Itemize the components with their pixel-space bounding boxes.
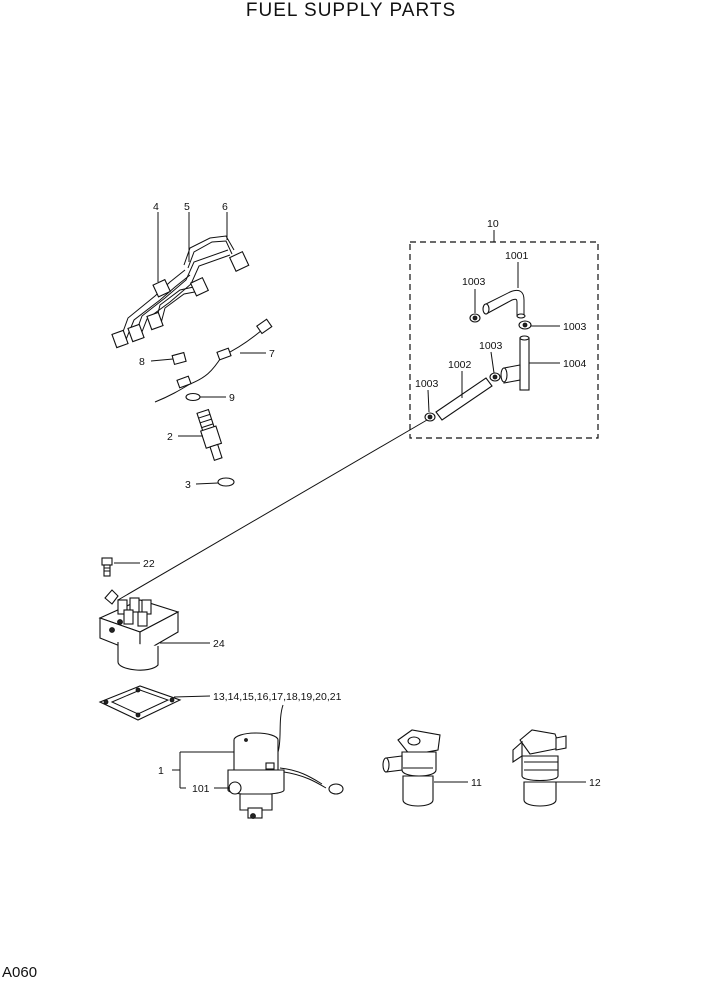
callout-1003-a: 1003 — [462, 276, 486, 288]
callout-3: 3 — [185, 479, 191, 491]
bolt-22 — [101, 557, 140, 577]
tee-joint-1004 — [500, 335, 530, 391]
callout-6: 6 — [222, 201, 228, 213]
injection-pipes — [111, 235, 250, 349]
hose-1001 — [482, 289, 526, 319]
callout-8: 8 — [139, 356, 145, 368]
callout-10: 10 — [487, 218, 499, 230]
clamp-1003d — [424, 412, 436, 422]
callout-1: 1 — [158, 765, 164, 777]
gasket-13-21 — [98, 685, 211, 721]
callout-22: 22 — [143, 558, 155, 570]
page-title: FUEL SUPPLY PARTS — [245, 0, 457, 21]
callout-11: 11 — [471, 777, 482, 789]
callout-1001: 1001 — [505, 250, 529, 262]
fuel-line — [117, 419, 428, 601]
hose-1002 — [435, 377, 493, 421]
clamp-1003b — [518, 320, 532, 330]
callout-12: 12 — [589, 777, 601, 789]
callout-4: 4 — [153, 201, 159, 213]
callout-1003-c: 1003 — [479, 340, 503, 352]
clamp-1003a — [469, 313, 481, 323]
fuel-filter-11 — [382, 729, 468, 807]
callout-1004: 1004 — [563, 358, 587, 370]
hose-kit-box — [409, 241, 599, 439]
callout-1003-b: 1003 — [563, 321, 587, 333]
callout-1002: 1002 — [448, 359, 472, 371]
page-id: A060 — [2, 964, 38, 981]
clamp-1003c — [489, 372, 501, 382]
callout-2: 2 — [167, 431, 173, 443]
washer-8 — [171, 351, 187, 366]
callout-7: 7 — [269, 348, 275, 360]
fuel-filter-12 — [512, 729, 586, 807]
callout-13-21: 13,14,15,16,17,18,19,20,21 — [213, 691, 342, 703]
feed-pump-1 — [172, 704, 344, 819]
callout-5: 5 — [184, 201, 190, 213]
injection-pump-24 — [98, 589, 210, 671]
injection-nozzle — [196, 408, 223, 461]
leak-off-pipe — [154, 318, 273, 403]
washer-3 — [217, 477, 235, 487]
callout-101: 101 — [192, 783, 210, 795]
callout-1003-d: 1003 — [415, 378, 439, 390]
callout-9: 9 — [229, 392, 235, 404]
callout-24: 24 — [213, 638, 225, 650]
washer-9 — [185, 392, 201, 402]
